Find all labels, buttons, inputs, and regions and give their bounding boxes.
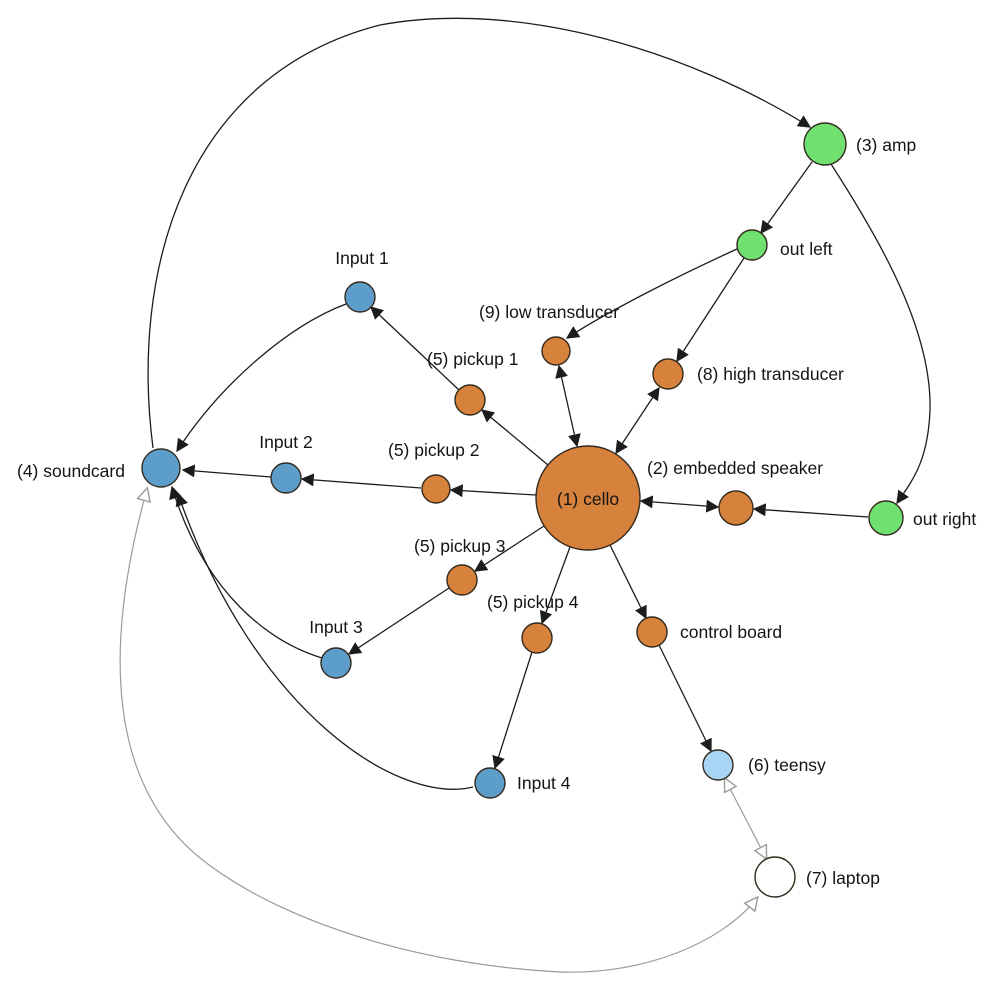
- node-amp[interactable]: [803, 122, 847, 166]
- labels-layer: (1) cello (2) embedded speaker (3) amp (4) …: [17, 135, 976, 888]
- edge-input-2-to-soundcard: [181, 464, 272, 478]
- nodes-layer: [141, 122, 904, 898]
- edge-pickup-3-to-input-3: [347, 587, 450, 655]
- node-label-out-right: out right: [913, 509, 976, 529]
- node-label-soundcard: (4) soundcard: [17, 461, 125, 481]
- edge-input-1-to-soundcard: [176, 303, 347, 453]
- edge-out-left-to-low-transducer: [565, 248, 738, 339]
- edge-cello-low-transducer: [555, 364, 581, 448]
- node-input-1[interactable]: [344, 281, 376, 313]
- node-label-input-1: Input 1: [335, 248, 389, 268]
- edge-cello-to-control-board: [609, 544, 647, 620]
- node-pickup-1[interactable]: [454, 384, 486, 416]
- edge-input-3-to-soundcard: [169, 485, 323, 659]
- node-soundcard[interactable]: [141, 448, 181, 488]
- edge-out-left-to-high-transducer: [676, 257, 745, 363]
- node-high-transducer[interactable]: [652, 358, 684, 390]
- edge-amp-to-out-right: [830, 163, 931, 505]
- node-control-board[interactable]: [636, 616, 668, 648]
- node-label-teensy: (6) teensy: [748, 755, 826, 775]
- edge-pickup-1-to-input-1: [370, 306, 460, 391]
- node-label-laptop: (7) laptop: [806, 868, 880, 888]
- node-out-left[interactable]: [736, 229, 768, 261]
- node-label-pickup-3: (5) pickup 3: [414, 536, 505, 556]
- node-label-pickup-2: (5) pickup 2: [388, 440, 479, 460]
- edge-cello-to-pickup-2: [449, 484, 537, 498]
- node-low-transducer[interactable]: [541, 336, 571, 366]
- node-label-pickup-1: (5) pickup 1: [427, 349, 518, 369]
- node-embedded-speaker[interactable]: [718, 490, 754, 526]
- node-label-amp: (3) amp: [856, 135, 916, 155]
- node-laptop[interactable]: [754, 856, 796, 898]
- node-label-embedded-speaker: (2) embedded speaker: [647, 458, 823, 478]
- node-label-high-transducer: (8) high transducer: [697, 364, 844, 384]
- node-label-input-3: Input 3: [309, 617, 363, 637]
- node-label-input-4: Input 4: [517, 773, 571, 793]
- edge-soundcard-to-amp: [147, 17, 812, 449]
- edge-pickup-4-to-input-4: [492, 651, 533, 770]
- edge-cello-to-pickup-1: [481, 409, 549, 466]
- edge-control-board-to-teensy: [658, 644, 712, 753]
- node-pickup-4[interactable]: [521, 622, 553, 654]
- node-cello[interactable]: [535, 445, 641, 551]
- node-label-out-left: out left: [780, 239, 833, 259]
- node-out-right[interactable]: [868, 500, 904, 536]
- node-label-pickup-4: (5) pickup 4: [487, 592, 579, 612]
- node-label-input-2: Input 2: [259, 432, 313, 452]
- node-label-cello: (1) cello: [557, 489, 619, 509]
- edges-layer: [119, 17, 931, 973]
- node-pickup-2[interactable]: [421, 474, 451, 504]
- edge-cello-high-transducer: [615, 386, 660, 455]
- edge-amp-to-out-left: [760, 161, 813, 235]
- node-teensy[interactable]: [702, 749, 734, 781]
- edge-soundcard-laptop: [119, 489, 757, 973]
- node-pickup-3[interactable]: [446, 564, 478, 596]
- node-input-3[interactable]: [320, 647, 352, 679]
- node-input-2[interactable]: [270, 462, 302, 494]
- node-input-4[interactable]: [474, 767, 506, 799]
- node-label-control-board: control board: [680, 622, 782, 642]
- edge-teensy-laptop: [725, 779, 766, 858]
- edge-pickup-2-to-input-2: [300, 473, 422, 489]
- edge-out-right-to-embedded-speaker: [752, 503, 869, 518]
- edge-cello-embedded-speaker: [639, 495, 720, 513]
- node-label-low-transducer: (9) low transducer: [479, 302, 619, 322]
